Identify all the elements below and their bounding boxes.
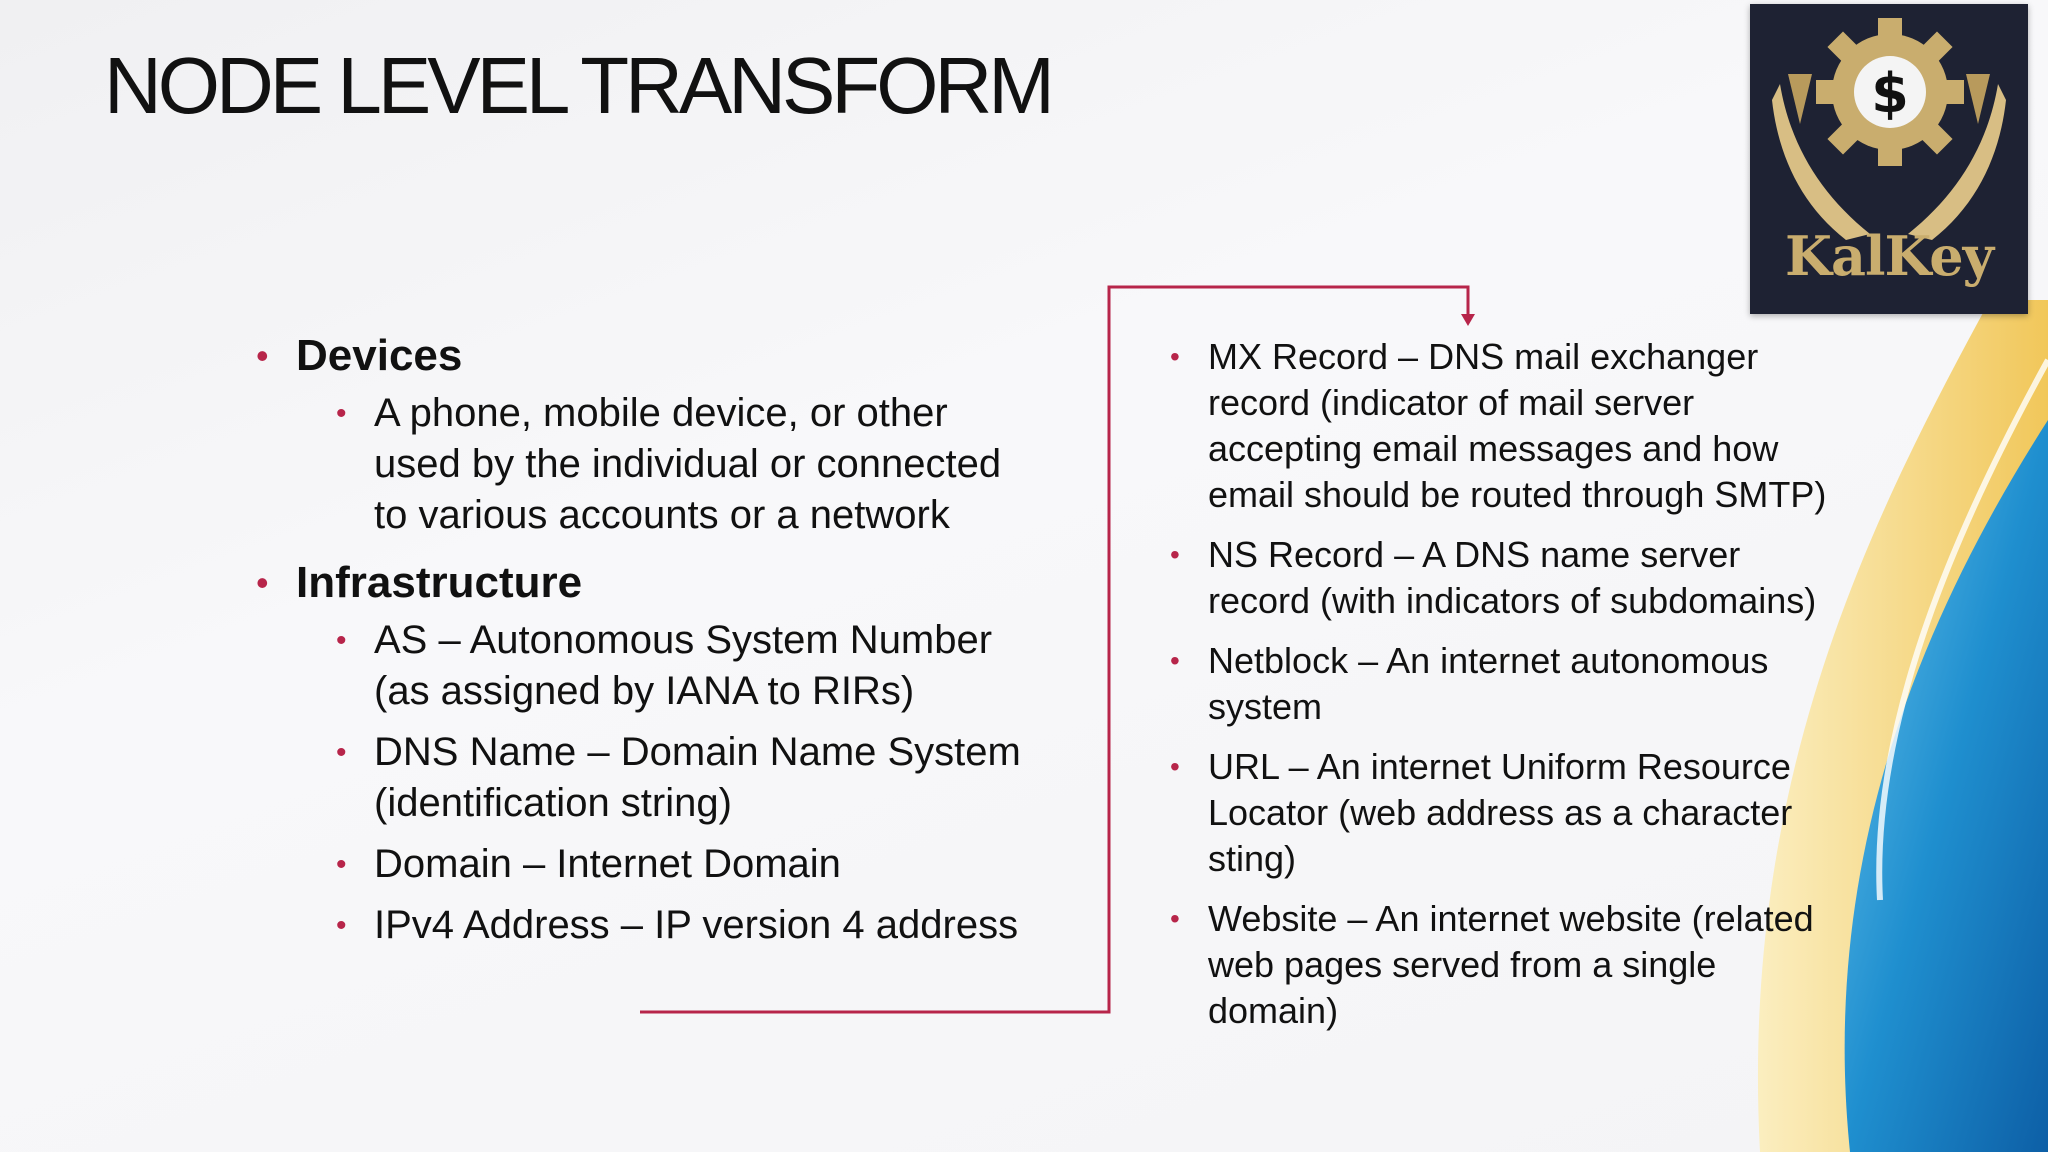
bullet-heading: Devices bbox=[296, 331, 463, 380]
logo-wordmark: KalKey bbox=[1785, 224, 1994, 288]
record-bullet: NS Record – A DNS name server record (wi… bbox=[1170, 532, 1828, 624]
record-bullet: URL – An internet Uniform Resource Locat… bbox=[1170, 744, 1828, 882]
sub-bullet: Domain – Internet Domain bbox=[336, 839, 1036, 890]
hands-gear-icon: $ bbox=[1772, 18, 2006, 240]
sub-bullet: DNS Name – Domain Name System (identific… bbox=[336, 727, 1036, 829]
bullet-devices: Devices A phone, mobile device, or other… bbox=[256, 330, 1036, 541]
record-bullet: Netblock – An internet autonomous system bbox=[1170, 638, 1828, 730]
left-bullet-column: Devices A phone, mobile device, or other… bbox=[256, 330, 1036, 967]
record-bullet: Website – An internet website (related w… bbox=[1170, 896, 1828, 1034]
kalkey-logo: $ KalKey bbox=[1750, 4, 2028, 314]
sub-bullet: AS – Autonomous System Number (as assign… bbox=[336, 615, 1036, 717]
sub-bullet: A phone, mobile device, or other used by… bbox=[336, 388, 1036, 541]
right-bullet-column: MX Record – DNS mail exchanger record (i… bbox=[1170, 334, 1828, 1048]
sub-bullet: IPv4 Address – IP version 4 address bbox=[336, 900, 1036, 951]
bullet-heading: Infrastructure bbox=[296, 558, 583, 607]
bullet-infrastructure: Infrastructure AS – Autonomous System Nu… bbox=[256, 557, 1036, 951]
record-bullet: MX Record – DNS mail exchanger record (i… bbox=[1170, 334, 1828, 518]
dollar-sign: $ bbox=[1871, 62, 1909, 125]
slide-title: NODE LEVEL TRANSFORM bbox=[104, 41, 1055, 130]
